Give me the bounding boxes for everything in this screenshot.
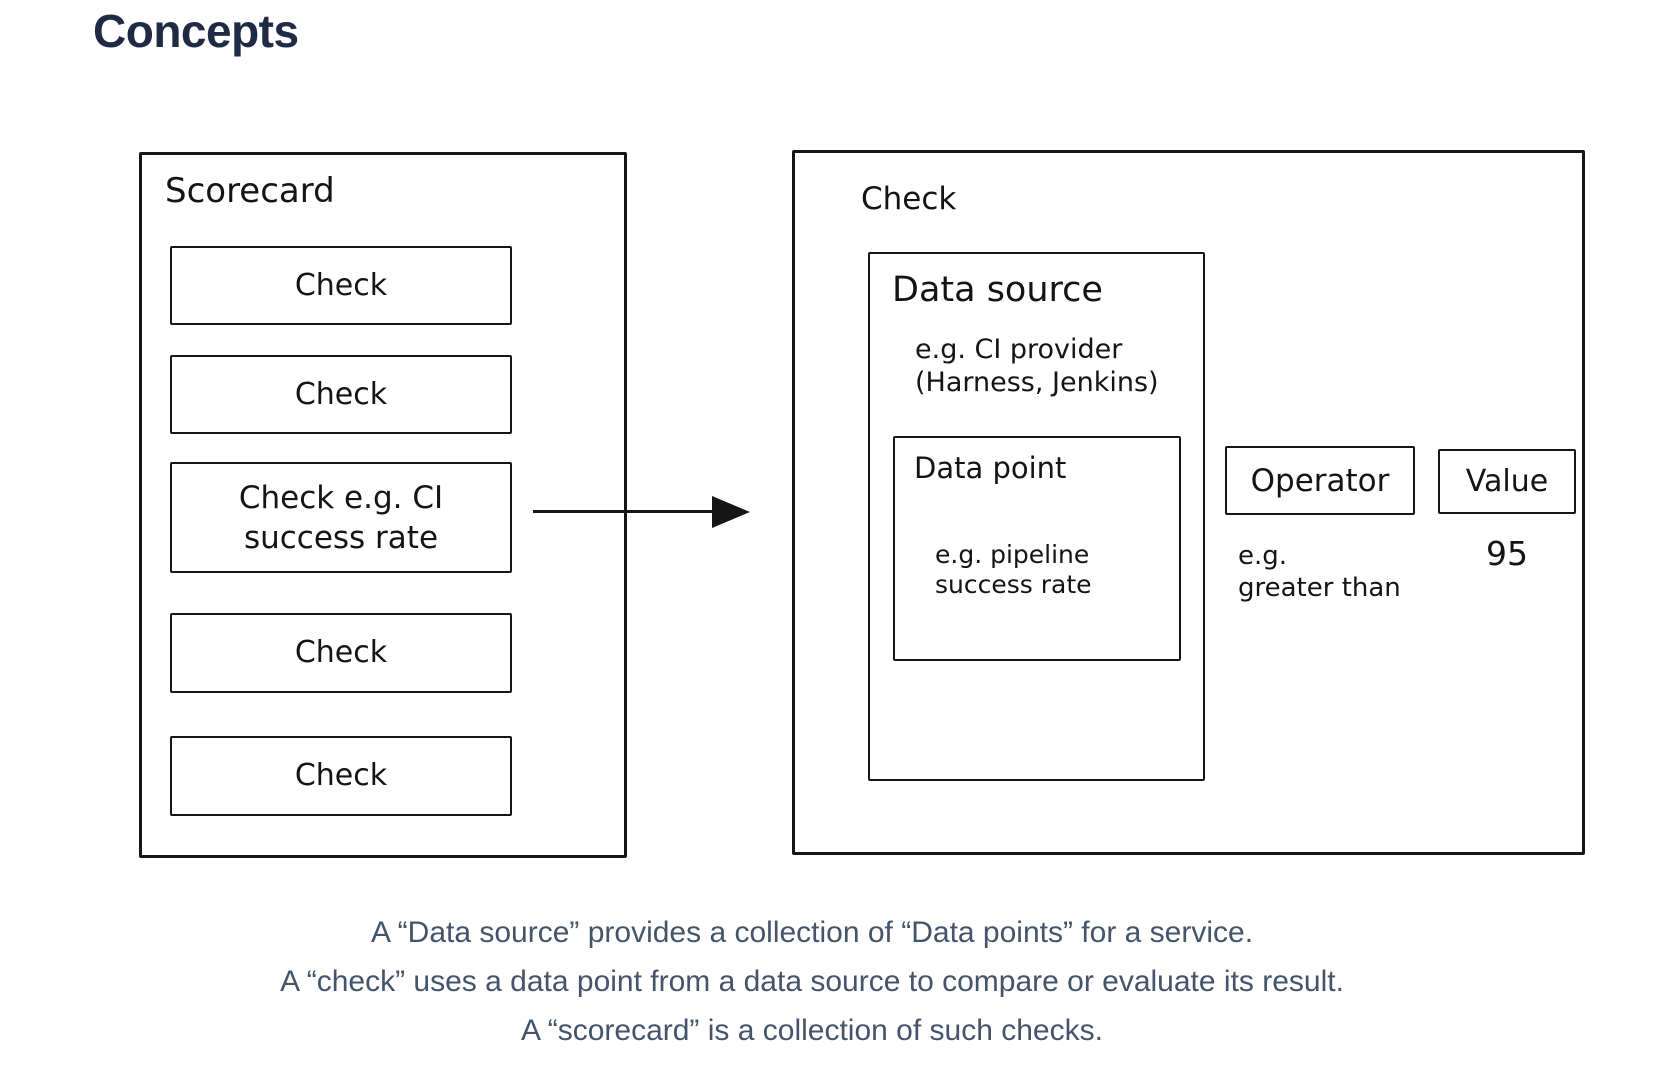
caption-line-1: A “Data source” provides a collection of… xyxy=(370,916,1254,949)
value-label: Value xyxy=(1465,464,1549,499)
check-label-2: Check xyxy=(294,376,388,412)
operator-example: e.g. greater than xyxy=(1238,541,1401,603)
check-label-4: Check xyxy=(294,635,388,670)
page-title: Concepts xyxy=(93,5,299,57)
check-box-2: Check xyxy=(170,355,512,434)
value-example: 95 xyxy=(1486,534,1528,573)
data-point-example: e.g. pipeline success rate xyxy=(935,540,1092,599)
operator-label: Operator xyxy=(1250,462,1390,499)
data-point-box: Data point e.g. pipeline success rate xyxy=(893,436,1181,661)
check-box-5: Check xyxy=(170,736,512,816)
caption-line-2: A “check” uses a data point from a data … xyxy=(280,965,1344,998)
data-source-example: e.g. CI provider (Harness, Jenkins) xyxy=(915,334,1159,398)
value-box: Value xyxy=(1438,449,1576,514)
check-label-3: Check e.g. CI success rate xyxy=(238,479,444,556)
scorecard-label: Scorecard xyxy=(165,171,335,211)
caption-line-3: A “scorecard” is a collection of such ch… xyxy=(521,1014,1103,1047)
data-point-label: Data point xyxy=(914,451,1067,485)
check-box-1: Check xyxy=(170,246,512,325)
check-box-4: Check xyxy=(170,613,512,693)
scorecard-to-check-arrow-line xyxy=(533,510,715,513)
scorecard-box: Scorecard Check Check Check e.g. CI succ… xyxy=(139,152,627,858)
caption: A “Data source” provides a collection of… xyxy=(0,908,1624,1055)
arrow-head-icon xyxy=(712,496,750,528)
data-source-label: Data source xyxy=(892,270,1103,310)
check-label-5: Check xyxy=(294,758,388,793)
check-label-1: Check xyxy=(294,267,388,303)
check-detail-label: Check xyxy=(861,181,957,217)
check-detail-box: Check Data source e.g. CI provider (Harn… xyxy=(792,150,1585,855)
operator-box: Operator xyxy=(1225,446,1415,515)
data-source-box: Data source e.g. CI provider (Harness, J… xyxy=(868,252,1205,781)
check-box-ci-success-rate: Check e.g. CI success rate xyxy=(170,462,512,573)
